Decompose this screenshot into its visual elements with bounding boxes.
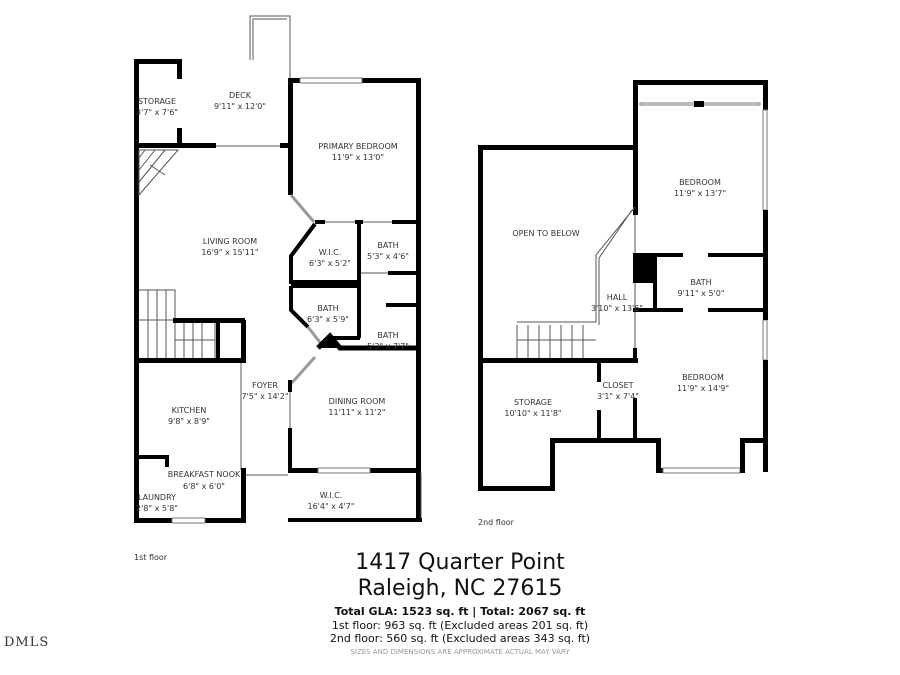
room-dims: 6'8" x 6'0"	[183, 482, 225, 491]
room-dims: 11'9" x 14'9"	[677, 384, 729, 393]
address-line-2: Raleigh, NC 27615	[357, 576, 563, 601]
room-dims: 5'3" x 7'7"	[367, 342, 409, 351]
room-dims: 9'11" x 5'0"	[677, 289, 724, 298]
floor2-area: 2nd floor: 560 sq. ft (Excluded areas 34…	[329, 632, 591, 645]
room-name: KITCHEN	[172, 406, 207, 415]
room-dims: 16'4" x 4'7"	[307, 502, 354, 511]
first-floor-labels: STORAGE 3'7" x 7'6" DECK 9'11" x 12'0" P…	[134, 91, 409, 562]
floor-label: 1st floor	[134, 553, 168, 562]
room-name: LAUNDRY	[138, 493, 176, 502]
room-dims: 3'10" x 13'6"	[591, 304, 643, 313]
room-dims: 6'3" x 5'9"	[307, 315, 349, 324]
room-dims: 6'3" x 5'2"	[309, 259, 351, 268]
room-name: BATH	[377, 331, 398, 340]
room-dims: 3'7" x 7'6"	[136, 108, 178, 117]
room-name: LIVING ROOM	[203, 237, 258, 246]
room-dims: 2'8" x 5'8"	[136, 504, 178, 513]
room-name: BREAKFAST NOOK	[168, 470, 241, 479]
room-name: PRIMARY BEDROOM	[318, 142, 397, 151]
second-floor-walls	[478, 80, 768, 491]
room-name: BATH	[690, 278, 711, 287]
room-dims: 16'9" x 15'11"	[201, 248, 258, 257]
room-name: BATH	[377, 241, 398, 250]
room-dims: 9'11" x 12'0"	[214, 102, 266, 111]
room-name: CLOSET	[602, 381, 633, 390]
room-dims: 3'1" x 7'4"	[597, 392, 639, 401]
floor-label: 2nd floor	[478, 518, 515, 527]
room-dims: 10'10" x 11'8"	[504, 409, 561, 418]
second-floor-labels: OPEN TO BELOW BEDROOM 11'9" x 13'7" BATH…	[478, 178, 729, 527]
room-dims: 11'11" x 11'2"	[328, 408, 385, 417]
room-name: BEDROOM	[679, 178, 721, 187]
room-dims: 7'5" x 14'2"	[241, 392, 288, 401]
room-dims: 11'9" x 13'0"	[332, 153, 384, 162]
stairs-2nd	[516, 325, 596, 358]
address-line-1: 1417 Quarter Point	[355, 550, 565, 575]
room-name: OPEN TO BELOW	[512, 229, 579, 238]
room-name: W.I.C.	[319, 248, 342, 257]
room-name: W.I.C.	[320, 491, 343, 500]
room-name: DECK	[229, 91, 252, 100]
room-name: BEDROOM	[682, 373, 724, 382]
room-name: BATH	[317, 304, 338, 313]
total-area: Total GLA: 1523 sq. ft | Total: 2067 sq.…	[334, 605, 586, 618]
room-name: FOYER	[252, 381, 278, 390]
room-dims: 5'3" x 4'6"	[367, 252, 409, 261]
stairs-1st	[139, 289, 216, 360]
room-dims: 11'9" x 13'7"	[674, 189, 726, 198]
floor1-area: 1st floor: 963 sq. ft (Excluded areas 20…	[331, 619, 589, 632]
first-floor-walls	[134, 15, 422, 524]
room-name: DINING ROOM	[329, 397, 386, 406]
room-name: STORAGE	[514, 398, 552, 407]
dmls-logo: DMLS	[4, 635, 50, 650]
room-dims: 9'8" x 8'9"	[168, 417, 210, 426]
disclaimer: SIZES AND DIMENSIONS ARE APPROXIMATE ACT…	[350, 648, 570, 656]
room-name: STORAGE	[138, 97, 176, 106]
room-name: HALL	[607, 293, 628, 302]
